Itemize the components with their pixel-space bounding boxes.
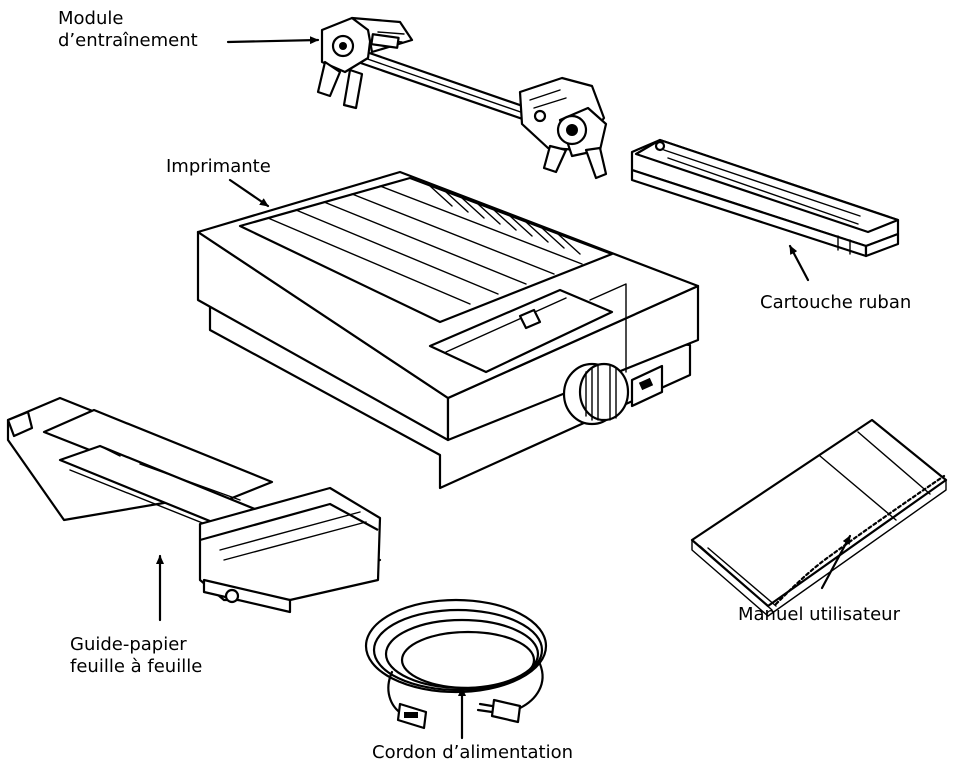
callout-arrows bbox=[156, 36, 852, 740]
power-cord-illustration bbox=[364, 598, 548, 730]
label-tractor-unit: Module d’entraînement bbox=[58, 8, 198, 51]
ribbon-cartridge-illustration bbox=[630, 138, 900, 258]
user-manual-illustration bbox=[690, 418, 948, 617]
printer-illustration bbox=[196, 170, 700, 490]
label-power-cord: Cordon d’alimentation bbox=[372, 742, 573, 763]
label-ribbon-cartridge: Cartouche ruban bbox=[760, 292, 912, 313]
sheet-guide-illustration bbox=[6, 396, 382, 614]
label-printer: Imprimante bbox=[166, 156, 271, 177]
label-sheet-guide: Guide-papier feuille à feuille bbox=[70, 634, 203, 677]
label-user-manual: Manuel utilisateur bbox=[738, 604, 900, 625]
tractor-unit-illustration bbox=[316, 16, 608, 180]
